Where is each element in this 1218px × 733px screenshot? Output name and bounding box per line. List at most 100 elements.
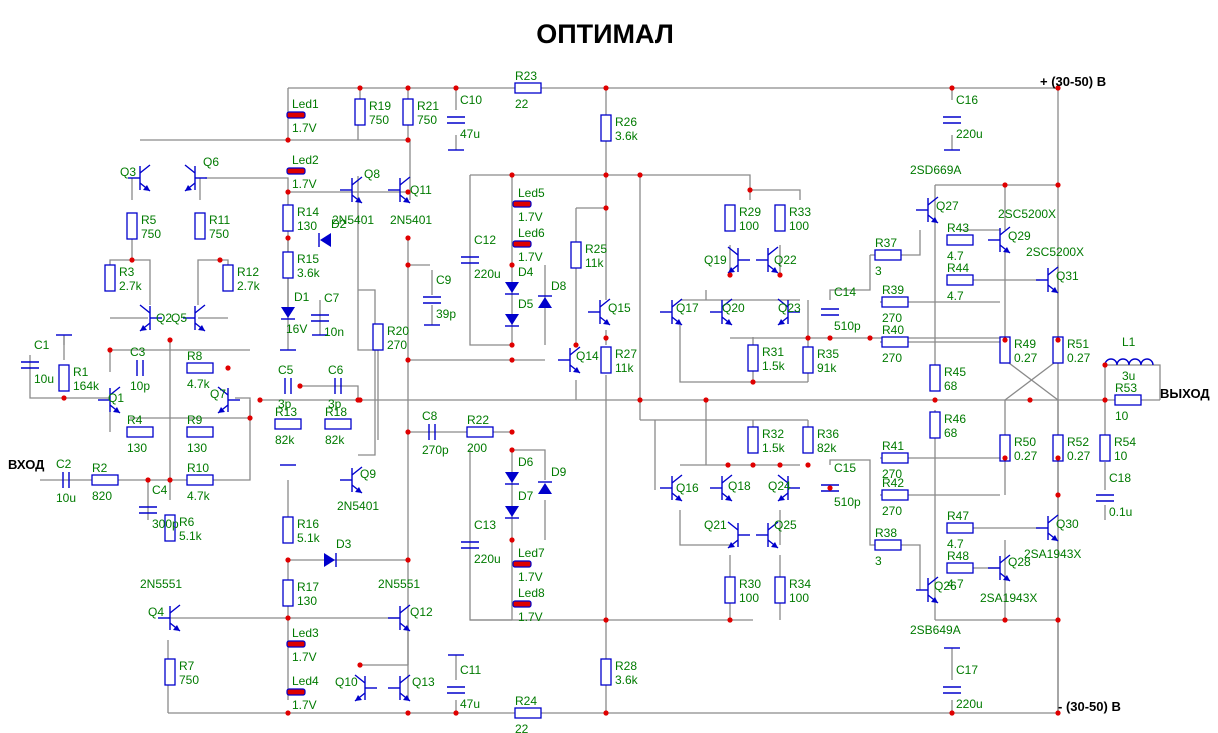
resistor-value-r18: 82k [325, 433, 345, 447]
resistor-ref-r24: R24 [515, 694, 537, 708]
resistor-r36 [802, 426, 814, 454]
resistor-ref-r8: R8 [187, 349, 203, 363]
resistor-value-r32: 1.5k [762, 441, 786, 455]
resistor-value-r33: 100 [789, 219, 809, 233]
led-ref-led6: Led6 [518, 226, 545, 240]
resistor-value-r1: 164k [73, 379, 100, 393]
resistor-r19 [354, 98, 366, 126]
input-label: ВХОД [8, 457, 45, 472]
resistor-r46 [929, 411, 941, 439]
diode-d5 [505, 314, 519, 327]
junction-dot [355, 397, 361, 403]
transistor-ref-q19: Q19 [704, 253, 727, 267]
capacitor-ref-c11: C11 [460, 663, 481, 677]
resistor-ref-r13: R13 [275, 405, 297, 419]
resistor-ref-r32: R32 [762, 427, 784, 441]
transistor-ref-q8: Q8 [364, 167, 380, 181]
led-led5 [512, 200, 532, 208]
wire [469, 175, 512, 346]
resistor-r38 [874, 539, 902, 551]
junction-dot [357, 85, 363, 91]
transistor-q31 [1036, 266, 1059, 294]
led-led2 [286, 167, 306, 175]
transistor-ref-q16: Q16 [676, 481, 699, 495]
capacitor-c10 [447, 116, 465, 124]
resistor-ref-r53: R53 [1115, 381, 1137, 395]
resistor-ref-r23: R23 [515, 69, 537, 83]
resistor-r7 [164, 658, 176, 686]
transistor-q6 [184, 164, 207, 192]
junction-dot [725, 462, 731, 468]
diode-d1 [281, 307, 295, 320]
resistor-ref-r39: R39 [882, 283, 904, 297]
transistor-q14 [558, 346, 581, 374]
resistor-ref-r21: R21 [417, 99, 439, 113]
diode-ref-d8: D8 [551, 279, 567, 293]
resistor-r51 [1052, 336, 1064, 364]
resistor-ref-r7: R7 [179, 659, 195, 673]
capacitor-ref-c17: C17 [956, 663, 978, 677]
junction-dot [405, 189, 411, 195]
resistor-value-r3: 2.7k [119, 279, 143, 293]
resistor-value-r54: 10 [1114, 449, 1128, 463]
resistor-r45 [929, 364, 941, 392]
wire [40, 397, 251, 481]
capacitor-value-c13: 220u [474, 552, 501, 566]
resistor-ref-r48: R48 [947, 549, 969, 563]
transistor-ref-q23: Q23 [778, 301, 801, 315]
diode-ref-d6: D6 [518, 455, 534, 469]
transistor-q30 [1036, 514, 1059, 542]
resistor-r39 [881, 296, 909, 308]
junction-dot [867, 335, 873, 341]
capacitor-value-c10: 47u [460, 127, 480, 141]
junction-dot [637, 397, 643, 403]
resistor-r32 [747, 426, 759, 454]
junction-dot [509, 357, 515, 363]
junction-dot [509, 447, 515, 453]
junction-dot [405, 85, 411, 91]
resistor-ref-r45: R45 [944, 365, 966, 379]
resistor-ref-r22: R22 [467, 413, 489, 427]
resistor-r27 [600, 346, 612, 374]
junction-dot [453, 710, 459, 716]
capacitor-ref-c7: C7 [324, 291, 340, 305]
transistor-q29 [988, 226, 1011, 254]
resistor-ref-r4: R4 [127, 413, 143, 427]
resistor-r3 [104, 264, 116, 292]
junction-dot [805, 462, 811, 468]
capacitor-ref-c6: C6 [328, 363, 344, 377]
resistor-r48 [946, 562, 974, 574]
junction-dot [405, 557, 411, 563]
junction-dot [603, 335, 609, 341]
junction-dot [777, 272, 783, 278]
transistor-q1 [98, 386, 121, 414]
resistor-ref-r46: R46 [944, 412, 966, 426]
capacitor-value-c5: 3p [278, 397, 292, 411]
junction-dot [1055, 710, 1061, 716]
resistor-value-r44: 4.7 [947, 289, 964, 303]
junction-dot [777, 462, 783, 468]
led-ref-led8: Led8 [518, 586, 545, 600]
transistor-part-q9: 2N5401 [337, 499, 379, 513]
diode-d4 [505, 282, 519, 295]
diode-ref-d1: D1 [294, 290, 310, 304]
resistor-r23 [514, 82, 542, 94]
resistor-ref-r34: R34 [789, 577, 811, 591]
transistor-ref-q24: Q24 [768, 479, 791, 493]
capacitor-c15 [821, 484, 839, 492]
diode-d2 [318, 233, 331, 247]
capacitor-c5 [284, 378, 292, 394]
resistor-value-r43: 4.7 [947, 249, 964, 263]
junction-dot [750, 379, 756, 385]
led-value-led7: 1.7V [518, 570, 543, 584]
capacitor-ref-c4: C4 [152, 483, 168, 497]
diode-d7 [505, 506, 519, 519]
junction-dot [1002, 455, 1008, 461]
resistor-r44 [946, 274, 974, 286]
transistor-q16 [660, 474, 683, 502]
resistor-ref-r43: R43 [947, 221, 969, 235]
resistor-value-r31: 1.5k [762, 359, 786, 373]
junction-dot [827, 485, 833, 491]
capacitor-ref-c18: C18 [1109, 471, 1131, 485]
capacitor-c13 [461, 541, 479, 549]
